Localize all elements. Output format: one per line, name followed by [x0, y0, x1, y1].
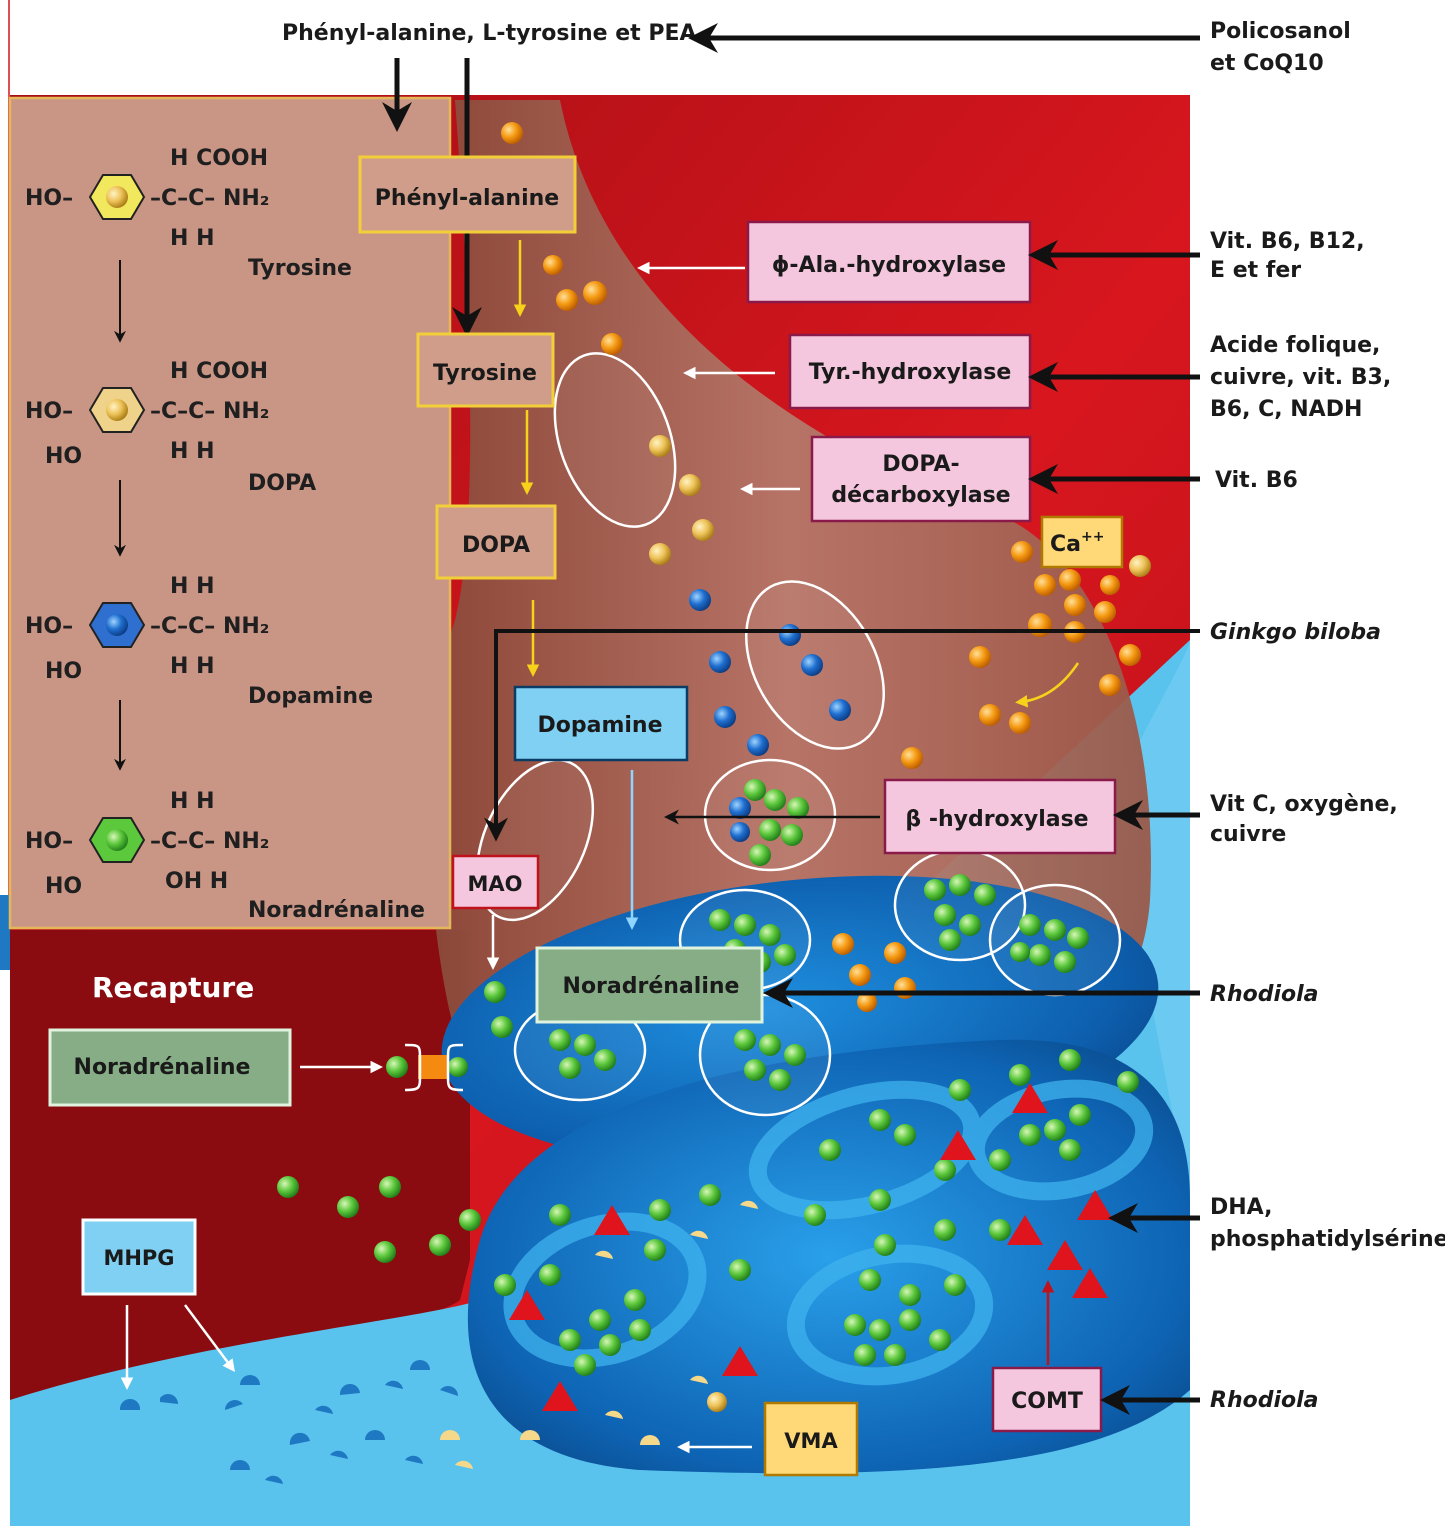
dopamine-bottom: H H — [170, 654, 214, 679]
tyrosine-chain: –C–C– NH₂ — [150, 186, 269, 211]
dopamine-name: Dopamine — [248, 684, 373, 709]
noradrenaline-label: Noradrénaline — [563, 974, 740, 999]
dopa-decarboxylase-box — [812, 437, 1030, 521]
dopa-label: DOPA — [462, 533, 530, 558]
phenylalanine-label: Phényl-alanine — [375, 186, 559, 211]
cofactor-ginkgo: Ginkgo biloba — [1210, 620, 1381, 645]
tyrosine-structure — [90, 175, 144, 219]
dopamine-top: H H — [170, 574, 214, 599]
dopa-name: DOPA — [248, 471, 316, 496]
policosanol-line1: Policosanol — [1210, 19, 1351, 44]
noradrenaline-chain: –C–C– NH₂ — [150, 829, 269, 854]
dopamine-label: Dopamine — [537, 713, 662, 738]
recapture-title: Recapture — [92, 971, 254, 1004]
tyrosine-top: H COOH — [170, 146, 268, 171]
dopamine-ho2: HO — [45, 659, 82, 684]
dopa-decarboxylase-line2: décarboxylase — [831, 483, 1010, 508]
tyrosine-name: Tyrosine — [248, 256, 352, 281]
cofactor-b6: Vit. B6 — [1215, 468, 1298, 493]
dopa-ho: HO– — [25, 399, 73, 424]
dopa-top: H COOH — [170, 359, 268, 384]
cofactor-rhodiola-2: Rhodiola — [1210, 1388, 1319, 1413]
noradrenaline-structure — [90, 818, 144, 862]
beta-hydroxylase-label: β -hydroxylase — [905, 807, 1088, 832]
cofactor-folic-line2: cuivre, vit. B3, — [1210, 365, 1391, 390]
comt-label: COMT — [1011, 1389, 1083, 1414]
cofactor-rhodiola-1: Rhodiola — [1210, 982, 1319, 1007]
noradrenaline-top: H H — [170, 789, 214, 814]
tyrosine-label: Tyrosine — [433, 361, 537, 386]
noradrenaline-name: Noradrénaline — [248, 898, 425, 923]
mao-label: MAO — [467, 872, 522, 896]
tyr-hydroxylase-label: Tyr.-hydroxylase — [809, 360, 1012, 385]
cofactor-b6-b12-line2: E et fer — [1210, 258, 1301, 283]
tyrosine-ho: HO– — [25, 186, 73, 211]
dopa-bottom: H H — [170, 439, 214, 464]
cofactor-vitc-line1: Vit C, oxygène, — [1210, 792, 1398, 817]
cofactor-folic-line1: Acide folique, — [1210, 333, 1380, 358]
dopa-chain: –C–C– NH₂ — [150, 399, 269, 424]
noradrenaline-bottom: OH H — [165, 869, 228, 894]
mhpg-label: MHPG — [103, 1246, 174, 1270]
dopa-ho2: HO — [45, 444, 82, 469]
cofactor-dha-line1: DHA, — [1210, 1195, 1272, 1220]
cofactor-folic-line3: B6, C, NADH — [1210, 397, 1362, 422]
policosanol-line2: et CoQ10 — [1210, 51, 1324, 76]
dopa-structure — [90, 388, 144, 432]
top-source-label: Phényl-alanine, L-tyrosine et PEA — [282, 21, 697, 46]
tyrosine-bottom: H H — [170, 226, 214, 251]
dopamine-structure — [90, 603, 144, 647]
cofactor-b6-b12-line1: Vit. B6, B12, — [1210, 229, 1365, 254]
noradrenaline-ho2: HO — [45, 874, 82, 899]
dopamine-ho: HO– — [25, 614, 73, 639]
phe-hydroxylase-label: ϕ-Ala.-hydroxylase — [772, 253, 1006, 278]
dopa-decarboxylase-line1: DOPA- — [882, 452, 959, 477]
dopamine-chain: –C–C– NH₂ — [150, 614, 269, 639]
vma-label: VMA — [784, 1429, 838, 1453]
cofactor-vitc-line2: cuivre — [1210, 822, 1286, 847]
cofactor-dha-line2: phosphatidylsérine — [1210, 1227, 1445, 1252]
noradrenaline-ho: HO– — [25, 829, 73, 854]
recapture-noradrenaline-label: Noradrénaline — [74, 1055, 251, 1080]
